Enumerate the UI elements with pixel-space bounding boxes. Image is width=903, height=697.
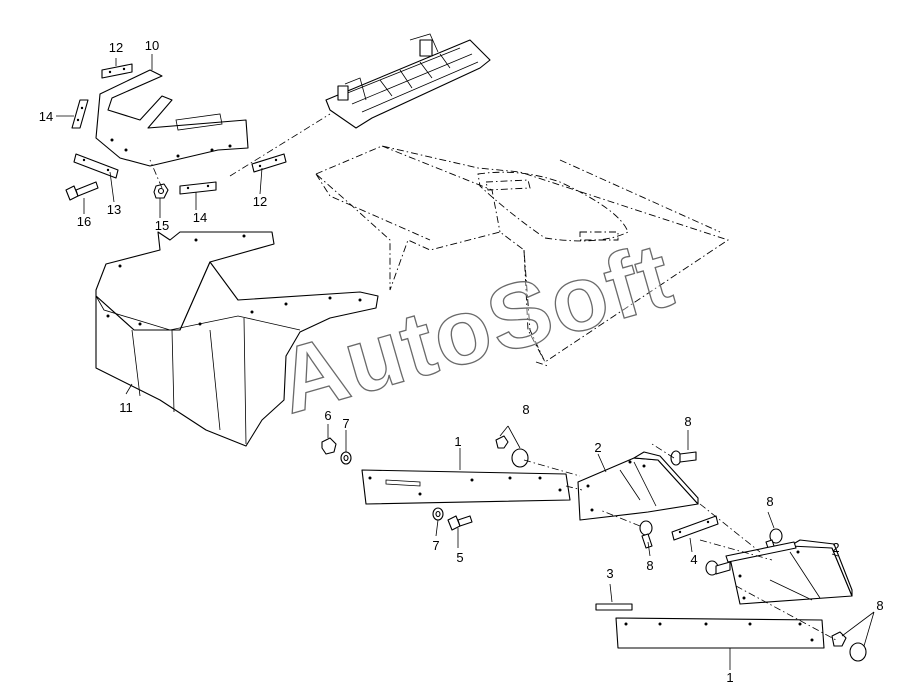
part-16-bolt: [65, 181, 99, 201]
callout-5: 5: [456, 550, 463, 565]
callout-16: 16: [77, 214, 91, 229]
part-4-strip: [671, 515, 719, 553]
callout-11: 11: [119, 400, 133, 415]
part-11-hood-skirt: [95, 231, 379, 447]
callout-13: 13: [107, 202, 121, 217]
part-7-washer-upper: [340, 430, 352, 465]
part-13-strip: [73, 153, 119, 179]
part-8-bolt-right: [651, 430, 697, 466]
callout-6: 6: [324, 408, 331, 423]
part-14-strip-mid: [179, 181, 217, 195]
callout-8: 8: [646, 558, 653, 573]
callout-1: 1: [726, 670, 733, 685]
chassis-frame-ghost: [325, 33, 491, 129]
part-12-strip-right: [251, 153, 287, 173]
watermark: AutoSoft: [267, 224, 684, 433]
part-5-bolt: [447, 515, 473, 548]
callout-15: 15: [155, 218, 169, 233]
part-15-nut: [153, 183, 169, 199]
part-8-bolt-lower: [599, 509, 653, 557]
callout-2: 2: [594, 440, 601, 455]
callout-8: 8: [522, 402, 529, 417]
callout-1: 1: [454, 434, 461, 449]
part-6-nut: [321, 424, 337, 455]
callout-7: 7: [432, 538, 439, 553]
callout-8: 8: [684, 414, 691, 429]
part-7-washer-lower: [432, 507, 444, 537]
callout-2: 2: [832, 540, 839, 555]
part-14-strip-left: [71, 99, 89, 129]
callout-12: 12: [253, 194, 267, 209]
hood-panel-ghost: [315, 145, 730, 367]
leader-lines-upper-left: [56, 54, 331, 218]
part-8-bolt-upper: [495, 425, 581, 477]
part-10-deflector-plate: [95, 69, 249, 167]
part-8-bolt-bottom: [831, 611, 875, 662]
part-3-strip: [595, 583, 633, 611]
callout-14: 14: [193, 210, 207, 225]
callout-3: 3: [606, 566, 613, 581]
callout-12: 12: [109, 40, 123, 55]
callout-10: 10: [145, 38, 159, 53]
callout-4: 4: [690, 552, 697, 567]
callout-8: 8: [766, 494, 773, 509]
callout-14: 14: [39, 109, 53, 124]
part-2-bracket-upper: [577, 451, 699, 521]
part-8-bolt-lower-left: [705, 560, 731, 576]
part-1-plate-lower: [615, 617, 825, 670]
callout-8: 8: [876, 598, 883, 613]
callout-7: 7: [342, 416, 349, 431]
part-1-plate-upper: [361, 448, 571, 505]
part-12-strip-top: [101, 63, 133, 79]
part-2-bracket-lower: [725, 539, 853, 605]
